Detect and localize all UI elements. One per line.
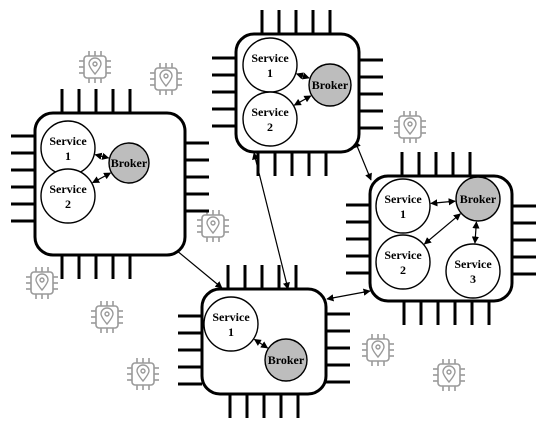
link-top-bottom <box>252 152 290 290</box>
chip-pins <box>346 152 536 325</box>
service-label: Service <box>49 134 87 148</box>
iot-chip-location-icon <box>197 210 229 242</box>
broker-label: Broker <box>111 156 148 170</box>
link-top-right <box>354 140 372 181</box>
service-number: 1 <box>267 66 273 80</box>
service-broker-link <box>423 213 461 245</box>
service-label: Service <box>384 192 422 206</box>
broker-node <box>308 63 352 107</box>
service-broker-link <box>91 172 112 184</box>
service-label: Service <box>251 105 289 119</box>
service-broker-link <box>471 221 480 244</box>
service-label: Service <box>251 51 289 65</box>
broker-node <box>108 142 150 184</box>
iot-chip-location-icon <box>362 334 394 366</box>
iot-chip-location-icon <box>26 267 58 299</box>
service-label: Service <box>384 248 422 262</box>
link-bottom-right <box>326 288 371 302</box>
service-broker-link <box>253 338 269 349</box>
service-node <box>40 120 96 176</box>
service-node <box>40 168 96 224</box>
service-node <box>445 243 501 299</box>
service-node <box>375 178 431 234</box>
service-broker-link <box>293 95 312 106</box>
service-label: Service <box>49 182 87 196</box>
service-node <box>375 234 431 290</box>
iot-chip-location-icon <box>127 358 159 390</box>
iot-chip-location-icon <box>394 111 426 143</box>
service-broker-link <box>295 72 310 80</box>
iot-chip-location-icon <box>79 51 111 83</box>
broker-node <box>455 176 501 222</box>
node-layer: BrokerService1Service2BrokerService1Serv… <box>11 10 536 418</box>
service-node <box>203 296 259 352</box>
service-label: Service <box>212 310 250 324</box>
service-number: 2 <box>267 120 273 134</box>
service-broker-link <box>94 152 110 160</box>
service-label: Service <box>454 257 492 271</box>
service-node <box>242 91 298 147</box>
service-number: 3 <box>470 272 476 286</box>
broker-label: Broker <box>460 192 497 206</box>
iot-chip-location-icon <box>150 63 182 95</box>
chip-pins <box>212 10 383 176</box>
service-number: 1 <box>400 207 406 221</box>
iot-chip-location-icon <box>91 301 123 333</box>
broker-node <box>264 338 308 382</box>
service-number: 2 <box>400 263 406 277</box>
service-number: 1 <box>65 149 71 163</box>
service-number: 2 <box>65 197 71 211</box>
background-icon-layer <box>26 51 465 391</box>
chip-pins <box>178 265 350 418</box>
iot-chip-location-icon <box>433 359 465 391</box>
service-number: 1 <box>228 325 234 339</box>
broker-label: Broker <box>312 78 349 92</box>
chip-pins <box>11 89 209 279</box>
broker-label: Broker <box>268 353 305 367</box>
service-broker-link <box>430 198 456 207</box>
service-node <box>242 37 298 93</box>
